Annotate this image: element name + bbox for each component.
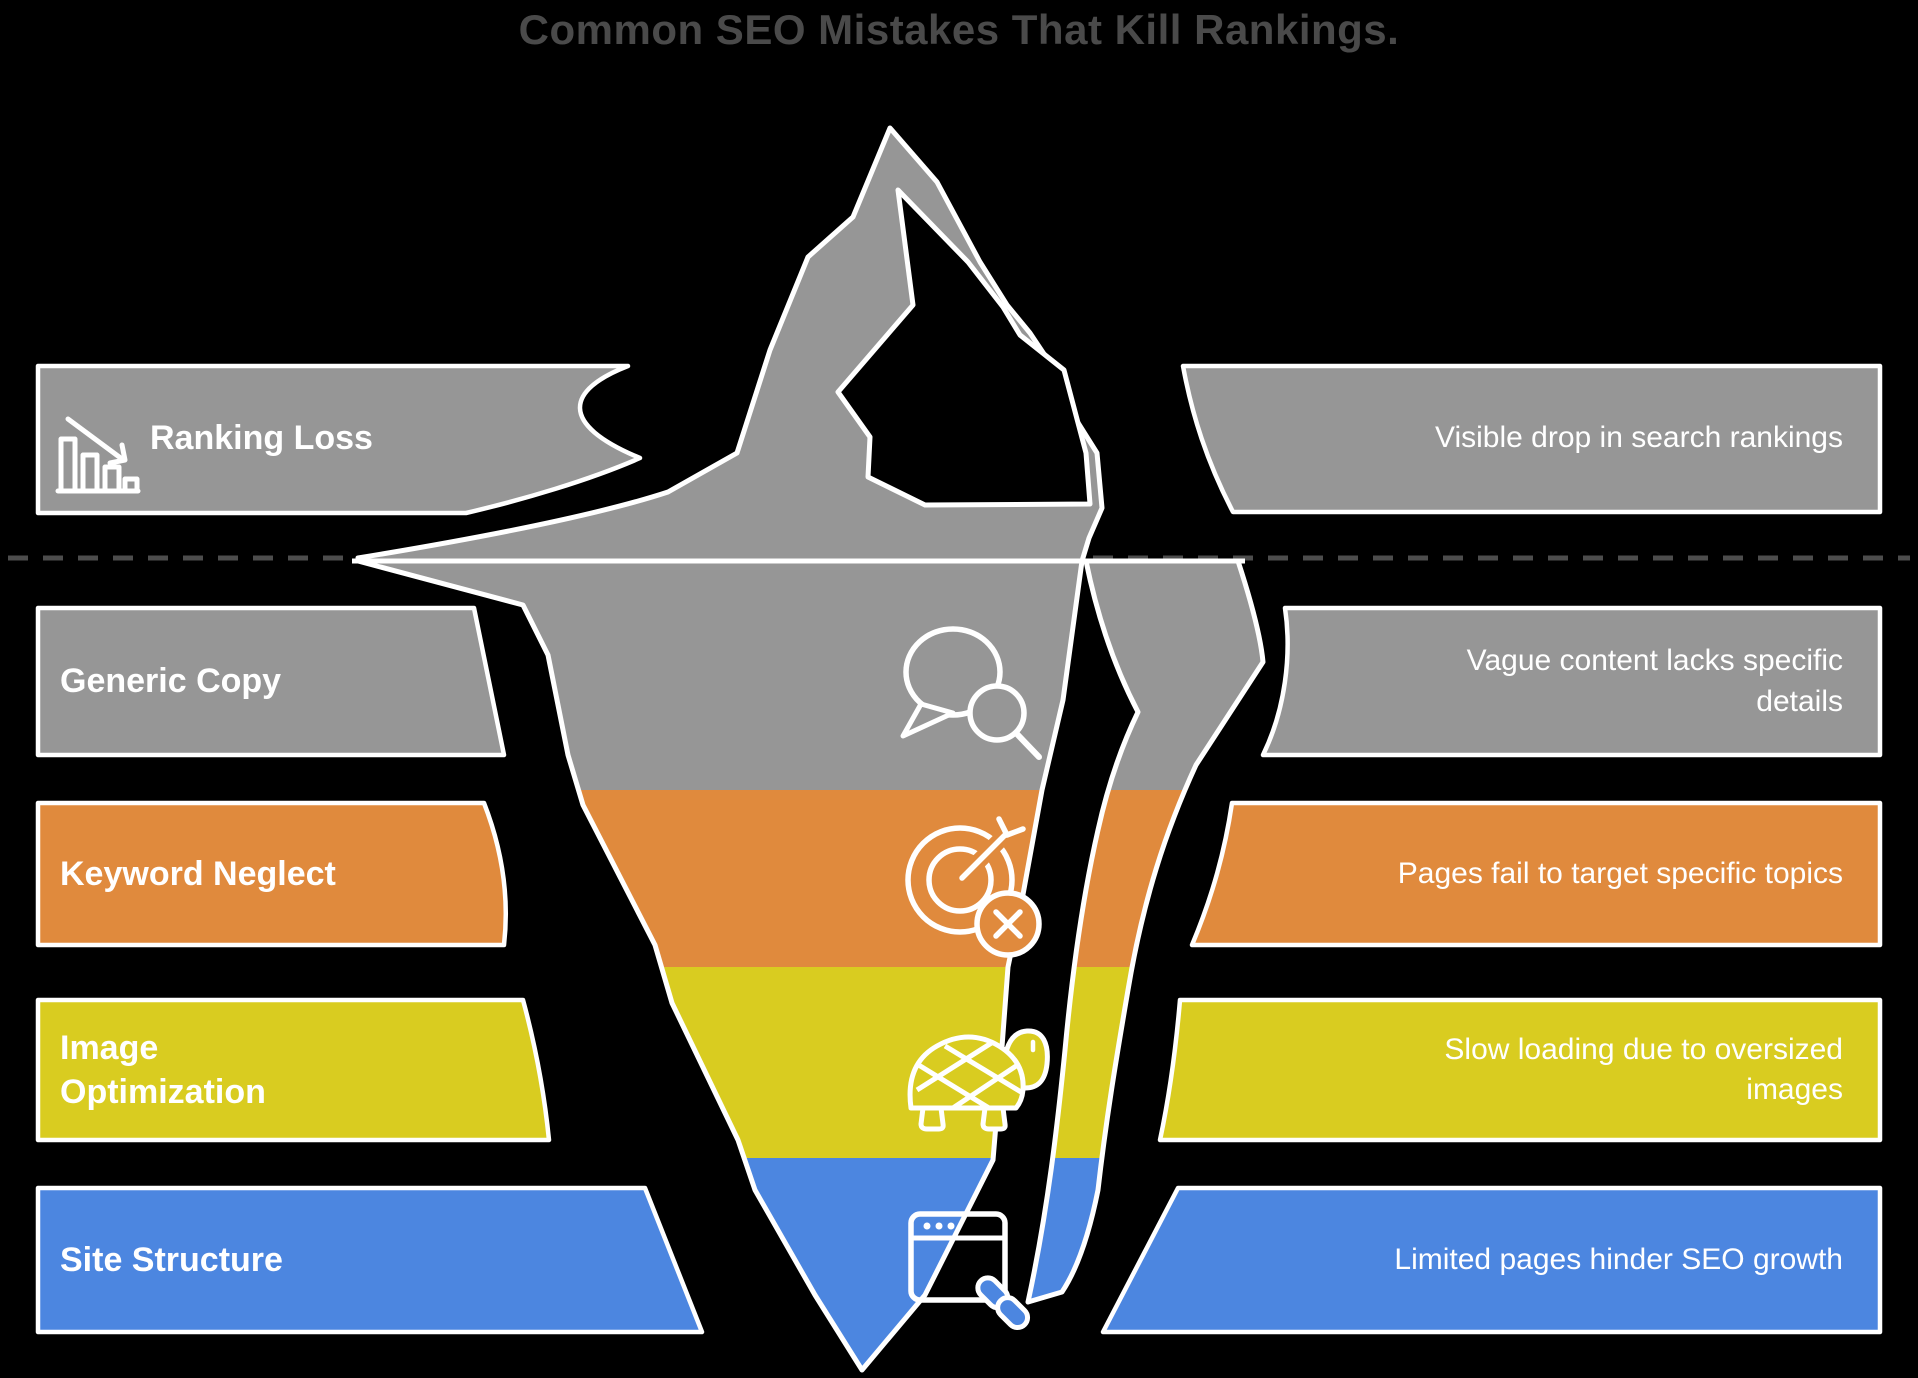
row-keyword-neglect-desc-bar [1189, 800, 1883, 948]
row-keyword-neglect-label-bar [35, 800, 509, 948]
magnifier-handle [1013, 730, 1042, 760]
row-site-structure-desc-bar [1100, 1185, 1883, 1335]
x-mark [993, 909, 1023, 939]
row-ranking-loss-desc: Visible drop in search rankings [1434, 421, 1843, 455]
speech-bubble-search-icon [900, 626, 1042, 760]
turtle-front-foot [980, 1105, 1008, 1132]
iceberg-shadow-facet [835, 187, 1093, 508]
turtle-shell [907, 1034, 1026, 1111]
row-generic-copy-desc-bar [1260, 605, 1883, 758]
row-image-optimization-label: Image Optimization [60, 1028, 266, 1111]
row-site-structure-label-bar [35, 1185, 705, 1335]
row-keyword-neglect-label: Keyword Neglect [60, 854, 336, 893]
row-image-optimization-desc: Slow loading due to oversized images [1444, 1032, 1843, 1107]
browser-link-icon [908, 1211, 1031, 1331]
row-ranking-loss-label-bar [35, 363, 643, 516]
browser-window [908, 1211, 1008, 1303]
row-site-structure-desc: Limited pages hinder SEO growth [1394, 1242, 1843, 1276]
missed-target-icon [905, 816, 1042, 958]
iceberg-right-sliver-outline [1025, 558, 1266, 1305]
row-generic-copy-desc: Vague content lacks specific details [1466, 644, 1843, 718]
iceberg-underwater-outline [355, 558, 1085, 1373]
row-image-optimization-label-bar [35, 997, 552, 1143]
magnifier-lens [967, 683, 1027, 743]
row-ranking-loss-desc-bar [1180, 363, 1883, 515]
row-ranking-loss-label: Ranking Loss [150, 419, 373, 458]
turtle-back-foot [918, 1105, 946, 1132]
bubble-tail [900, 701, 956, 739]
row-generic-copy-label-bar [35, 605, 507, 758]
page-title: Common SEO Mistakes That Kill Rankings. [518, 6, 1400, 53]
row-keyword-neglect-desc: Pages fail to target specific topics [1397, 856, 1843, 890]
row-site-structure-label: Site Structure [60, 1240, 283, 1279]
declining-bar-chart-icon [55, 416, 141, 494]
row-generic-copy-label: Generic Copy [60, 662, 282, 701]
row-image-optimization-desc-bar [1157, 997, 1883, 1143]
turtle-icon [907, 1028, 1050, 1132]
chain-link [975, 1275, 1031, 1331]
